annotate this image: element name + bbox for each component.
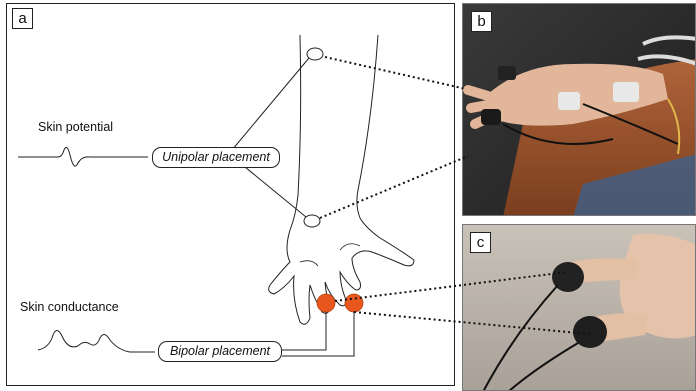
leader-to-upper — [232, 58, 309, 150]
skin-conductance-label: Skin conductance — [20, 300, 119, 314]
hand-outline — [269, 218, 414, 324]
unipolar-placement-pill: Unipolar placement — [152, 147, 280, 168]
bipolar-placement-pill: Bipolar placement — [158, 341, 282, 362]
bipolar-electrode-1 — [317, 294, 335, 312]
bipolar-electrode-2 — [345, 294, 363, 312]
unipolar-electrode-upper — [307, 48, 323, 60]
dotted-link-wrist — [320, 156, 468, 218]
skin-potential-waveform — [18, 147, 148, 166]
panel-a-tag: a — [12, 8, 33, 29]
arm-left-contour — [290, 35, 301, 230]
arm-right-contour — [357, 35, 378, 218]
leader-bipolar-2 — [282, 312, 354, 356]
dotted-link-upper — [325, 57, 466, 89]
dotted-link-bipolar-1 — [335, 272, 567, 301]
leader-bipolar-1 — [282, 312, 326, 350]
unipolar-electrode-wrist — [304, 215, 320, 227]
skin-potential-label: Skin potential — [38, 120, 113, 134]
panel-c-tag: c — [470, 232, 491, 253]
skin-conductance-waveform — [38, 330, 155, 352]
panel-b-tag: b — [471, 11, 492, 32]
dotted-link-bipolar-2 — [354, 312, 589, 334]
